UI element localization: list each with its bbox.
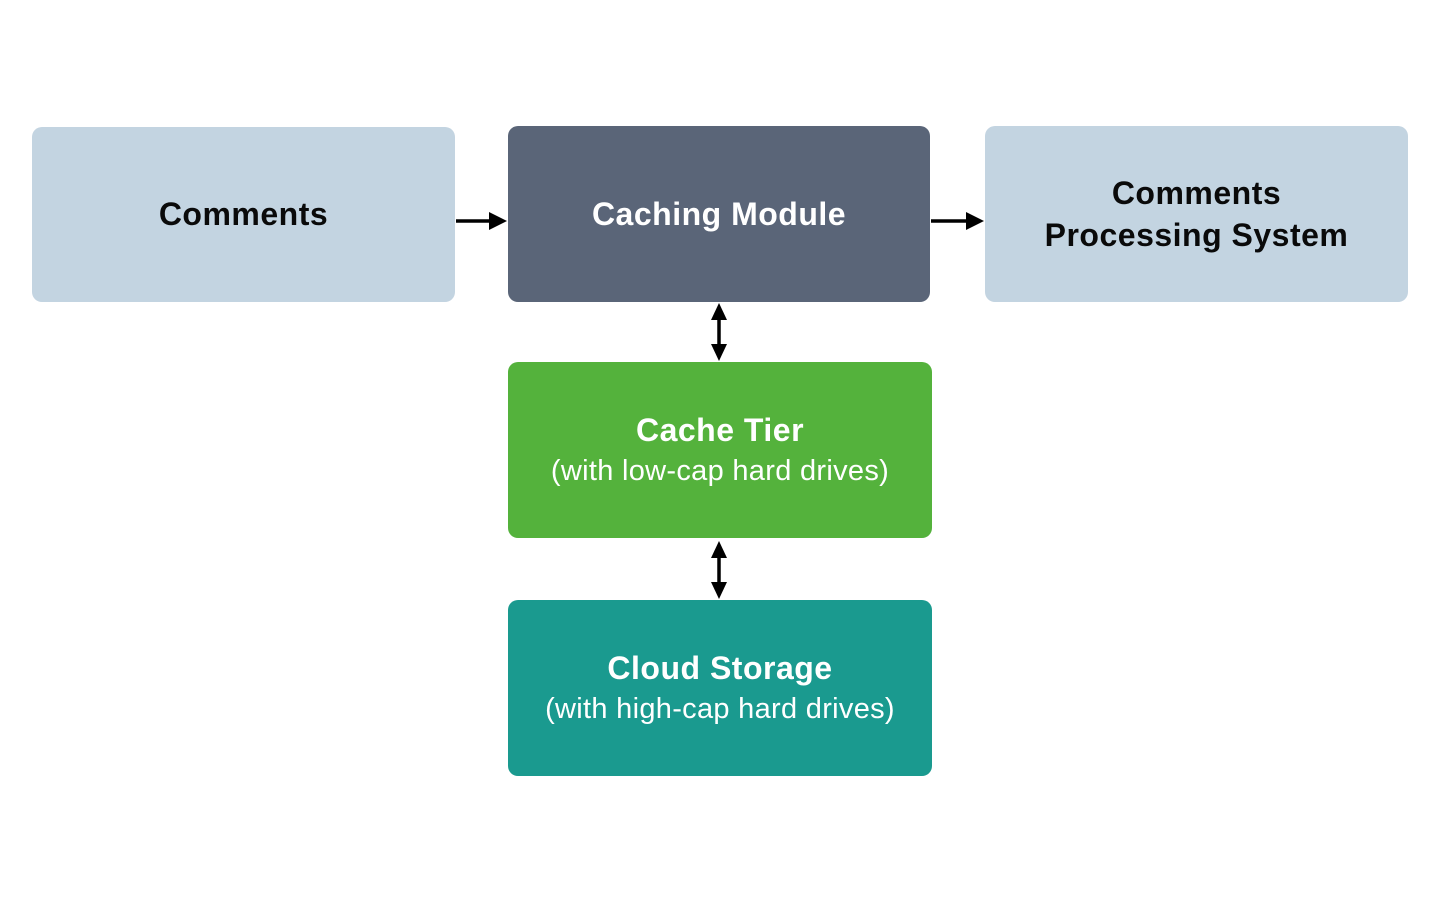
node-comments: Comments <box>32 127 455 302</box>
node-comments-processing-system: Comments Processing System <box>985 126 1408 302</box>
node-cache-tier: Cache Tier (with low-cap hard drives) <box>508 362 932 538</box>
node-cloud-storage-label: Cloud Storage <box>607 649 833 686</box>
node-comments-processing-system-label: Comments Processing System <box>1044 174 1349 253</box>
arrow-cache-tier-cloud-storage-bidirectional <box>711 541 727 599</box>
arrow-caching-module-cache-tier-bidirectional <box>711 303 727 361</box>
node-cloud-storage: Cloud Storage (with high-cap hard drives… <box>508 600 932 776</box>
node-cache-tier-label: Cache Tier <box>635 411 805 448</box>
arrow-caching-module-to-comments-processing <box>931 212 984 230</box>
arrow-comments-to-caching-module <box>456 212 507 230</box>
node-caching-module-label: Caching Module <box>591 195 847 232</box>
node-comments-label: Comments <box>158 196 329 233</box>
node-cloud-storage-sublabel: (with high-cap hard drives) <box>545 692 895 725</box>
node-cache-tier-sublabel: (with low-cap hard drives) <box>550 454 890 487</box>
node-caching-module: Caching Module <box>508 126 930 302</box>
